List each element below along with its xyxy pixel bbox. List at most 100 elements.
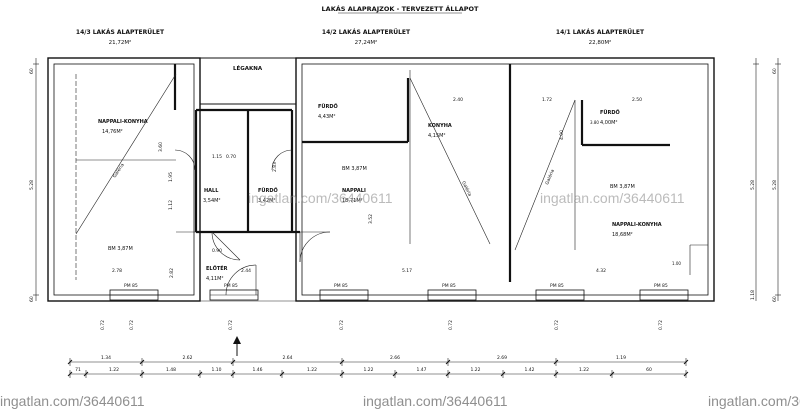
room-name: HALL — [204, 188, 219, 194]
dim-tick-mark — [67, 359, 73, 365]
unit-header-14-1: 14/1 LAKÁS ALAPTERÜLET 22,80M² — [556, 29, 645, 46]
window-label: PM 85 — [334, 283, 348, 289]
door-swings — [174, 149, 331, 296]
dim-label: 2.50 — [632, 97, 642, 103]
dim-tick-mark — [609, 371, 615, 377]
dim-tick-mark — [279, 371, 285, 377]
dim-label: 4.00 — [559, 130, 565, 140]
dim-tick-mark — [83, 371, 89, 377]
dim-tick-mark — [339, 371, 345, 377]
sill-label: 0.72 — [658, 320, 664, 330]
dim-label: 5.17 — [402, 268, 412, 274]
dim-label: 1.46 — [252, 367, 262, 373]
window: PM 85 — [427, 283, 477, 301]
shaft-label: LÉGAKNA — [233, 64, 263, 72]
room-area: 3,54M² — [203, 198, 220, 204]
dim-label: 2.83 — [272, 162, 278, 172]
dim-label: 1.22 — [109, 367, 119, 373]
window: PM 85 — [109, 283, 159, 301]
room-label-eloter: ELŐTÉR 4,11M² — [206, 264, 228, 282]
room-area: 18,71M² — [342, 198, 363, 204]
dim-label: 1.18 — [750, 290, 756, 300]
dim-label: 0.90 — [212, 248, 222, 254]
window: PM 85 — [319, 283, 369, 301]
dim-label: 1.22 — [307, 367, 317, 373]
dim-label: 5.28 — [750, 180, 756, 190]
dim-tick-mark — [67, 371, 73, 377]
unit-header-name: 14/2 LAKÁS ALAPTERÜLET — [322, 29, 411, 36]
dim-tick-mark — [553, 359, 559, 365]
dim-label: 3.80 — [590, 120, 599, 125]
room-area: 4,11M² — [206, 276, 223, 282]
window: PM 85 — [639, 283, 689, 301]
unit-header-area: 22,80M² — [589, 39, 612, 46]
sill-label: 0.72 — [129, 320, 135, 330]
bm-label: BM 3,87M — [610, 184, 635, 190]
dim-label: 1.10 — [211, 367, 221, 373]
dim-label: 1.48 — [166, 367, 176, 373]
room-label-hall: HALL 3,54M² — [203, 188, 220, 204]
dim-label: 1.22 — [363, 367, 373, 373]
watermark-text: ingatlan.com/36440611 — [540, 190, 685, 206]
sill-label: 0.72 — [228, 320, 234, 330]
bm-label: BM 3,87M — [108, 246, 133, 252]
dim-label: 5.28 — [772, 180, 778, 190]
dim-label: 2.82 — [169, 268, 175, 278]
dim-label: 1.22 — [470, 367, 480, 373]
dim-label: 1.19 — [616, 355, 626, 361]
window-label: PM 85 — [442, 283, 456, 289]
dim-tick-mark — [683, 371, 689, 377]
dim-label: 2.66 — [390, 355, 400, 361]
room-name: ELŐTÉR — [206, 264, 228, 272]
dim-tick-mark — [139, 359, 145, 365]
unit-header-name: 14/3 LAKÁS ALAPTERÜLET — [76, 29, 165, 36]
dim-label: 60 — [772, 296, 778, 302]
dim-label: 1.72 — [542, 97, 552, 103]
room-label-furdo-14-1: FÜRDŐ 4,00M² — [600, 109, 620, 126]
dim-tick-mark — [197, 371, 203, 377]
watermark-text: ingatlan.com/36440611 — [363, 393, 508, 409]
unit-header-14-2: 14/2 LAKÁS ALAPTERÜLET 27,24M² — [322, 29, 411, 46]
window-label: PM 85 — [654, 283, 668, 289]
dim-label: 60 — [29, 296, 35, 302]
dim-tick-mark — [339, 359, 345, 365]
dim-tick-mark — [553, 371, 559, 377]
dim-label: 2.44 — [241, 268, 251, 274]
room-label-furdo-14-2: FÜRDŐ 4,43M² — [318, 103, 338, 120]
interior-dimensions: 2.40 2.50 1.72 3.60 3.52 4.00 1.95 1.15 … — [112, 97, 681, 278]
galeria-label: Galéria — [543, 168, 556, 186]
dim-tick-mark — [445, 359, 451, 365]
room-name: FÜRDŐ — [318, 103, 338, 110]
dim-label: 1.95 — [168, 172, 174, 182]
dim-label: 71 — [75, 367, 81, 373]
room-area: 4,15M² — [428, 133, 445, 139]
dim-label: 1.42 — [524, 367, 534, 373]
dim-label: 4.32 — [596, 268, 606, 274]
sill-label: 0.72 — [554, 320, 560, 330]
room-label-furdo-14-3: FÜRDŐ 3,42M² — [258, 187, 278, 204]
dim-label: 2.78 — [112, 268, 122, 274]
watermark-text: ingatlan.com/36440611 — [708, 393, 800, 409]
dim-tick-mark — [500, 371, 506, 377]
dim-label: 1.22 — [579, 367, 589, 373]
room-name: NAPPALI-KONYHA — [98, 119, 148, 125]
dim-label: 2.69 — [497, 355, 507, 361]
dim-tick-mark — [230, 371, 236, 377]
dim-label: 3.60 — [158, 142, 164, 152]
dim-label: 60 — [772, 68, 778, 74]
room-area: 18,68M² — [612, 232, 633, 238]
room-area: 4,43M² — [318, 114, 335, 120]
interior-walls — [173, 64, 708, 282]
dim-label: 60 — [29, 68, 35, 74]
room-name: FÜRDŐ — [600, 109, 620, 116]
left-dimension-line: 60 5.28 60 — [29, 58, 39, 302]
watermark-text: ingatlan.com/36440611 — [248, 190, 393, 206]
room-label-nappali-14-2: NAPPALI 18,71M² — [342, 188, 366, 204]
room-area: 3,42M² — [258, 198, 275, 204]
window-label: PM 85 — [550, 283, 564, 289]
dim-tick-mark — [230, 359, 236, 365]
dim-label: 0.70 — [226, 154, 236, 160]
